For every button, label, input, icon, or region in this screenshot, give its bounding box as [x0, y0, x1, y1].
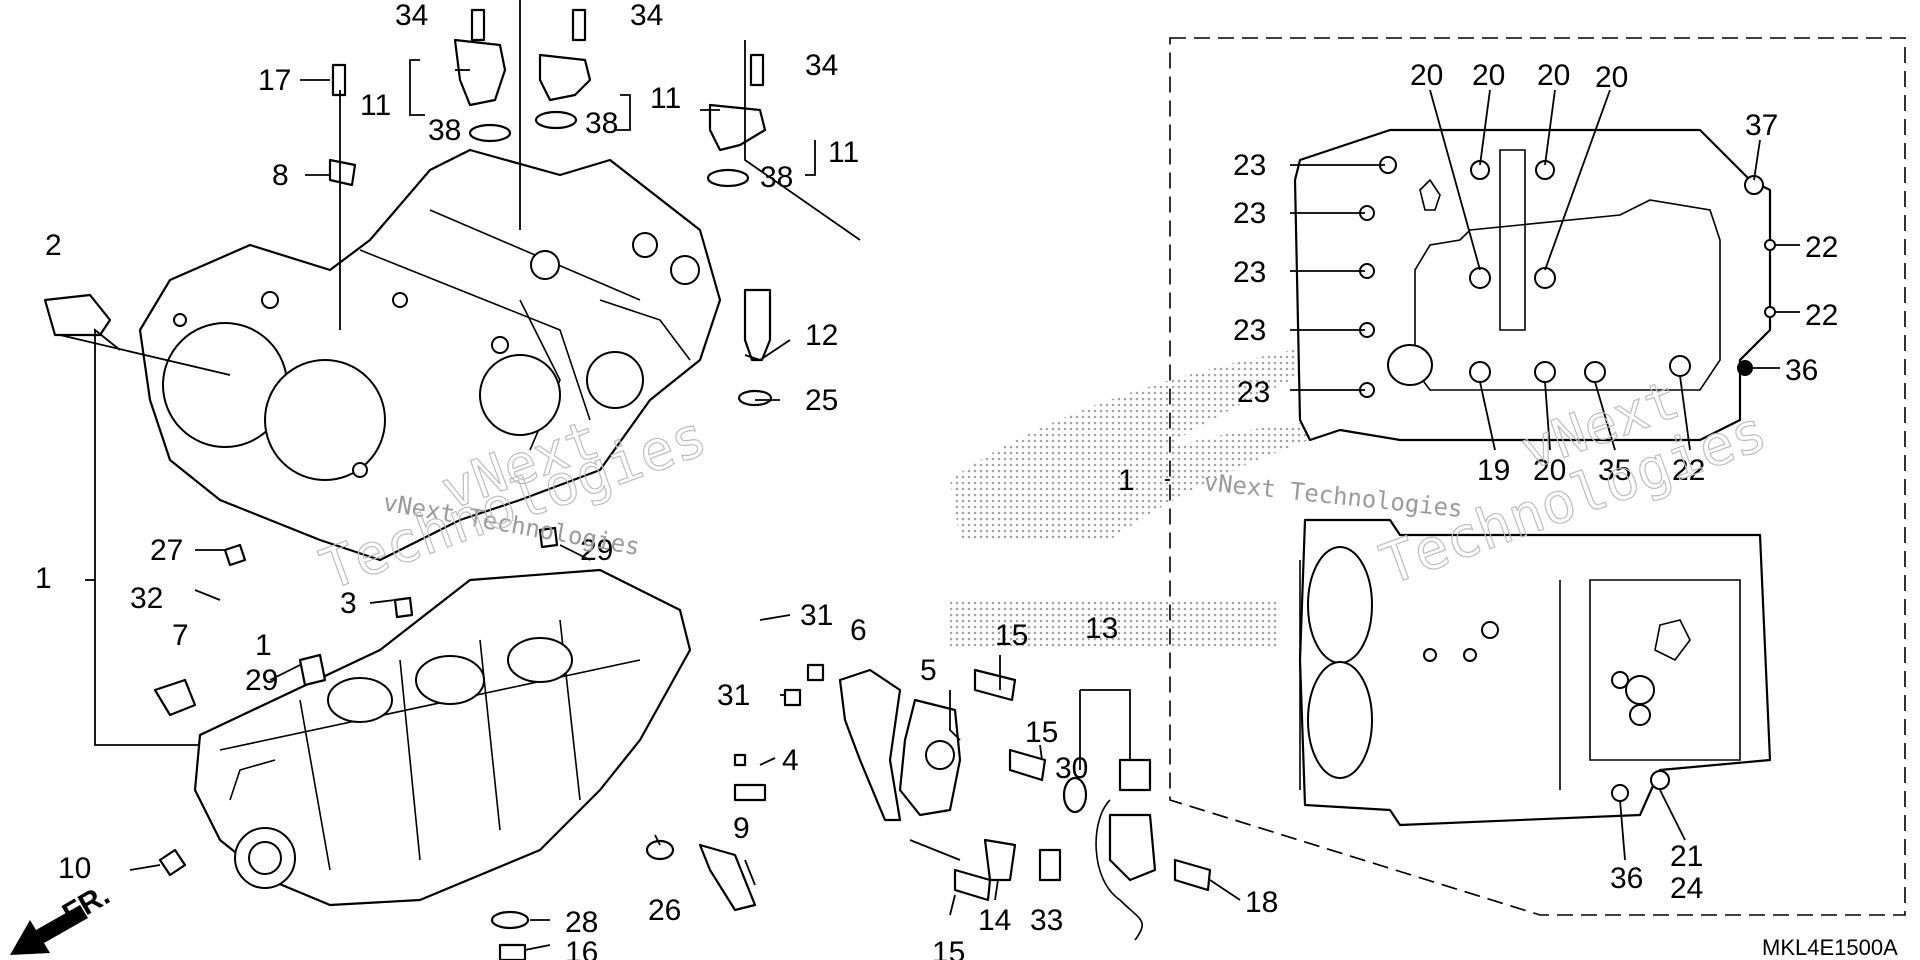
- callout-22-b: 22: [1805, 299, 1838, 332]
- callout-36-a: 36: [1785, 354, 1818, 387]
- callout-24: 24: [1670, 872, 1703, 905]
- lower-case-detail: [1298, 518, 1772, 827]
- callout-10: 10: [58, 852, 91, 885]
- callout-11-a: 11: [360, 89, 391, 122]
- callout-22-c: 22: [1672, 454, 1705, 487]
- callout-15-b: 15: [1025, 716, 1058, 749]
- callout-3: 3: [340, 587, 357, 620]
- callout-38-a: 38: [428, 114, 461, 147]
- callout-29-b: 29: [245, 664, 278, 697]
- callout-23-e: 23: [1237, 376, 1270, 409]
- callout-20-b: 20: [1472, 59, 1505, 92]
- wing-watermark: [950, 330, 1420, 648]
- callout-labels: 34 34 34 17 11 11 11 38 38 38 8 2 12 25 …: [35, 0, 1838, 960]
- front-direction-arrow: FR.: [10, 878, 115, 955]
- callout-20-c: 20: [1537, 59, 1570, 92]
- callout-2: 2: [45, 229, 62, 262]
- callout-11-b: 11: [650, 82, 681, 115]
- callout-12: 12: [805, 319, 838, 352]
- callout-38-b: 38: [585, 107, 618, 140]
- callout-20-e: 20: [1533, 454, 1566, 487]
- leader-lines: [59, 0, 1800, 951]
- callout-23-b: 23: [1233, 197, 1266, 230]
- callout-11-c: 11: [828, 136, 859, 169]
- callout-9: 9: [733, 812, 750, 845]
- callout-35: 35: [1598, 454, 1631, 487]
- lower-crankcase: [193, 568, 692, 907]
- callout-16: 16: [565, 936, 598, 960]
- callout-20-d: 20: [1595, 61, 1628, 94]
- callout-1-right: 1: [1118, 464, 1135, 497]
- upper-crankcase: [138, 148, 722, 562]
- callout-28: 28: [565, 906, 598, 939]
- callout-26: 26: [648, 894, 681, 927]
- callout-1-left: 1: [35, 562, 52, 595]
- part-code: MKL4E1500A: [1762, 935, 1898, 960]
- callout-6: 6: [850, 614, 867, 647]
- callout-4: 4: [782, 744, 799, 777]
- callout-32: 32: [130, 582, 163, 615]
- callout-34-c: 34: [805, 49, 838, 82]
- callout-13: 13: [1085, 612, 1118, 645]
- callout-21: 21: [1670, 840, 1703, 873]
- callout-23-d: 23: [1233, 314, 1266, 347]
- detail-frame: [1169, 37, 1906, 916]
- callout-38-c: 38: [760, 161, 793, 194]
- callout-1-mid: 1: [255, 629, 272, 662]
- callout-34-b: 34: [630, 0, 663, 32]
- callout-29-a: 29: [580, 534, 613, 567]
- callout-36-b: 36: [1610, 862, 1643, 895]
- callout-30: 30: [1055, 752, 1088, 785]
- callout-33: 33: [1030, 904, 1063, 937]
- callout-7: 7: [172, 619, 189, 652]
- upper-case-detail: [1293, 128, 1776, 442]
- callout-20-a: 20: [1410, 59, 1443, 92]
- callout-27: 27: [150, 534, 183, 567]
- callout-19: 19: [1477, 454, 1510, 487]
- callout-8: 8: [272, 159, 289, 192]
- middle-components: [153, 526, 1212, 960]
- callout-14: 14: [978, 904, 1011, 937]
- callout-23-a: 23: [1233, 149, 1266, 182]
- callout-37: 37: [1745, 109, 1778, 142]
- callout-34-a: 34: [395, 0, 428, 32]
- callout-31-a: 31: [800, 599, 833, 632]
- callout-18: 18: [1245, 886, 1278, 919]
- callout-17: 17: [258, 64, 291, 97]
- watermark-line-right: vNext Technologies: [1202, 468, 1464, 523]
- callout-31-b: 31: [717, 679, 750, 712]
- callout-25: 25: [805, 384, 838, 417]
- sensor-set-upper: [43, 8, 773, 407]
- callout-15-a: 15: [995, 619, 1028, 652]
- callout-23-c: 23: [1233, 256, 1266, 289]
- callout-22-a: 22: [1805, 231, 1838, 264]
- callout-15-c: 15: [932, 936, 965, 960]
- callout-5: 5: [920, 654, 937, 687]
